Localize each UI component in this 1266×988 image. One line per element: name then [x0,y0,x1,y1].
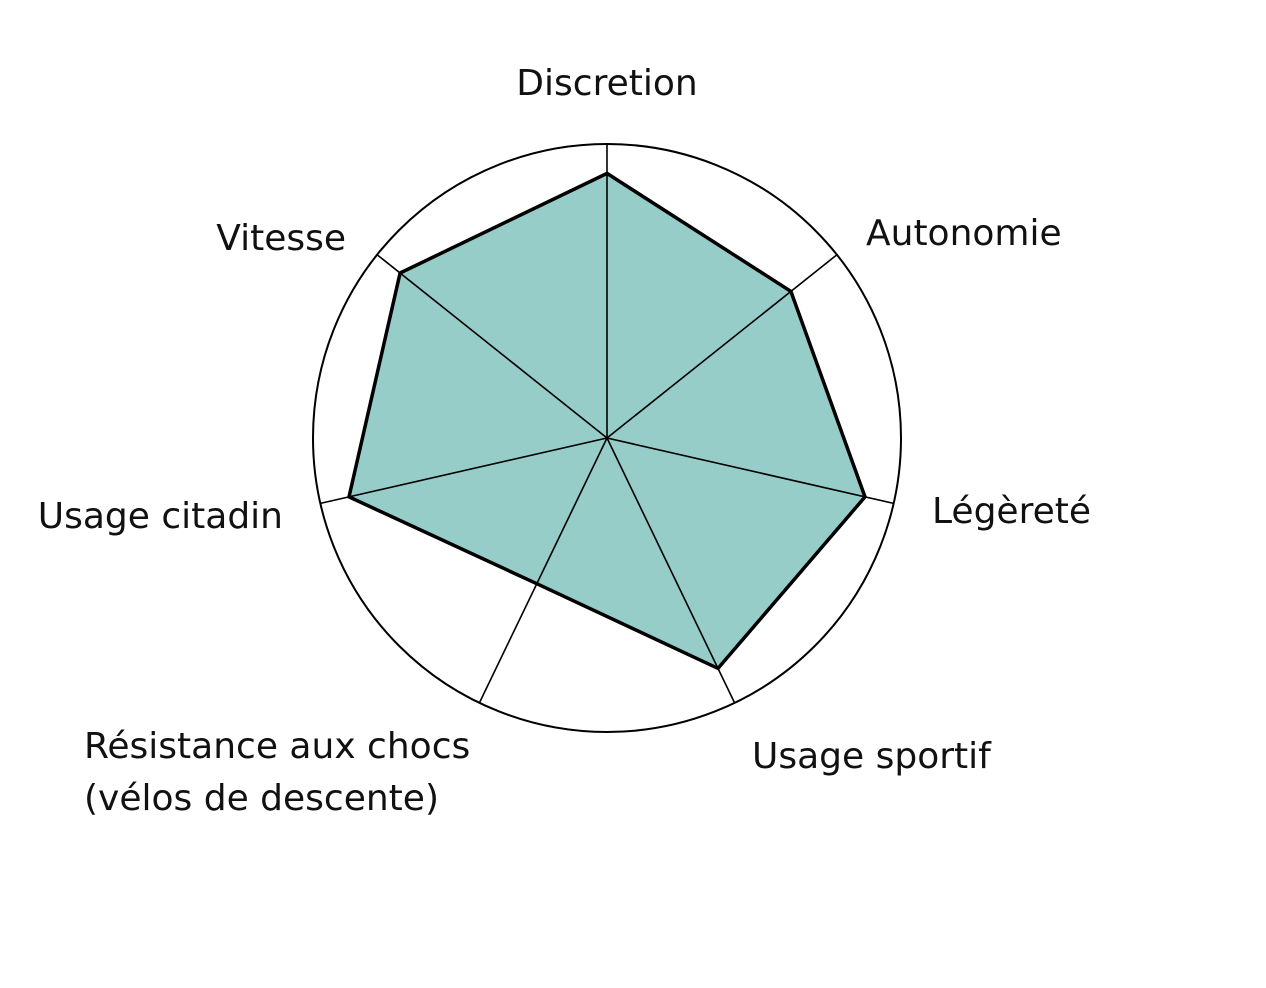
axis-label: Usage citadin [38,496,283,537]
axis-label: Usage sportif [752,736,992,777]
radar-spoke [606,437,894,505]
radar-spoke [376,254,608,439]
radar-spoke [606,254,838,439]
axis-label: Résistance aux chocs (vélos de descente) [84,726,470,819]
radar-spoke [320,437,608,505]
axis-label: Légèreté [932,491,1091,532]
axis-label-line: Résistance aux chocs [84,726,470,767]
radar-spokes [320,144,894,704]
radar-spoke [478,437,608,704]
radar-spoke [606,437,736,704]
axis-label: Discretion [516,63,697,104]
axis-label-line: (vélos de descente) [84,778,439,819]
axis-label: Vitesse [216,218,346,259]
axis-label: Autonomie [866,213,1062,254]
